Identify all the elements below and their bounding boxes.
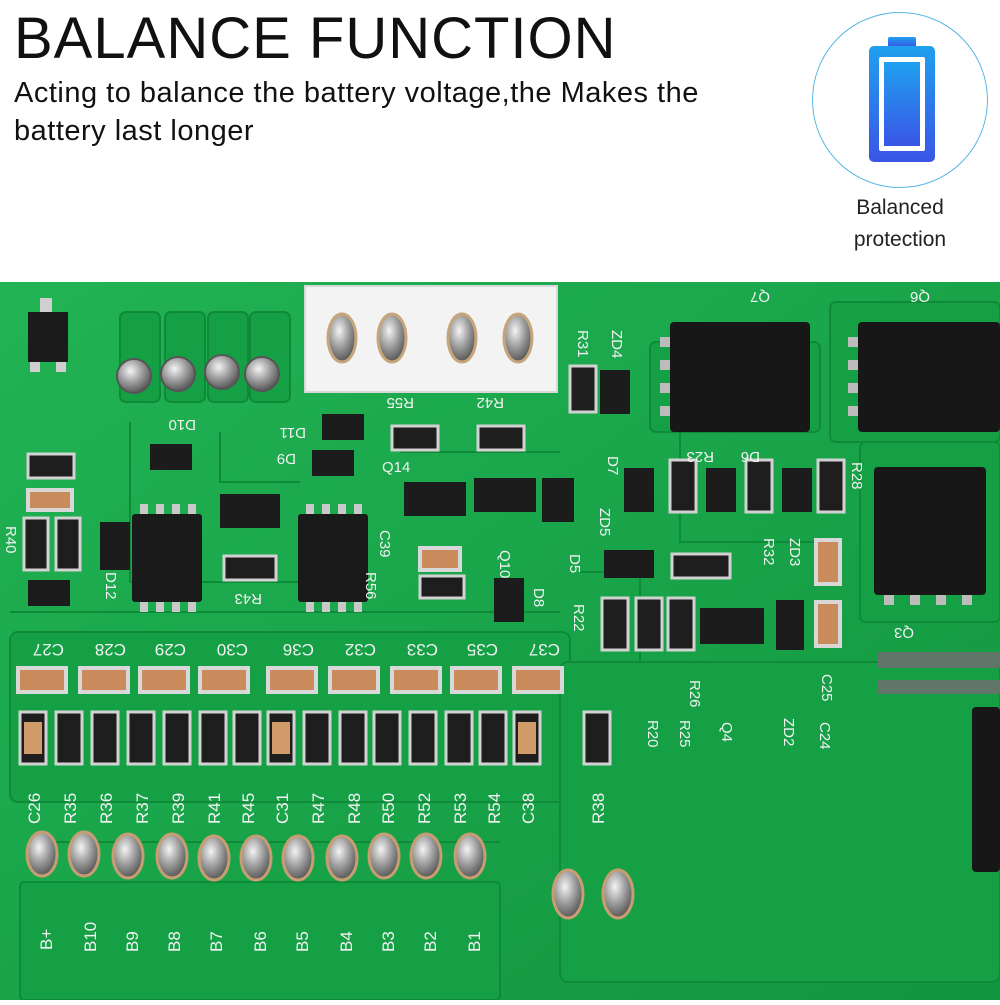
battery-icon	[869, 37, 935, 162]
component-label: R20	[644, 720, 661, 748]
resistor-label: R52	[415, 793, 434, 824]
page-subtitle: Acting to balance the battery voltage,th…	[14, 77, 699, 147]
terminal-label: B1	[465, 931, 484, 952]
component-label: ZD3	[786, 538, 803, 566]
capacitor-label: C37	[529, 640, 560, 659]
component-label: R56	[362, 572, 379, 600]
capacitor-label: C30	[217, 640, 248, 659]
resistor-label: R45	[239, 793, 258, 824]
resistor-label: R41	[205, 793, 224, 824]
component-label: D7	[604, 456, 621, 475]
capacitor-label: C27	[33, 640, 64, 659]
resistor-label: R37	[133, 793, 152, 824]
capacitor-label: C35	[467, 640, 498, 659]
component-label: Q6	[910, 288, 930, 305]
resistor-label: R35	[61, 793, 80, 824]
capacitor-label: C33	[407, 640, 438, 659]
pcb-photo: B+ B10 B9 B8 B7 B6 B5 B4 B3 B2 B1 C26 R3…	[0, 282, 1000, 1001]
resistor-label: R50	[379, 793, 398, 824]
component-label: R28	[848, 462, 865, 490]
component-label: Q7	[750, 288, 770, 305]
component-label: D11	[280, 424, 306, 441]
resistor-label: R53	[451, 793, 470, 824]
terminal-label: B+	[37, 929, 56, 950]
terminal-label: B4	[337, 931, 356, 952]
component-label: ZD5	[596, 508, 613, 536]
component-label: D5	[566, 554, 583, 573]
silkscreen-labels: B+ B10 B9 B8 B7 B6 B5 B4 B3 B2 B1 C26 R3…	[25, 640, 608, 952]
component-labels: R31 ZD4 Q7 Q6 R55 R42 D10 D11 D9 Q14 D7 …	[2, 288, 930, 750]
resistor-label: R39	[169, 793, 188, 824]
resistor-label: R36	[97, 793, 116, 824]
terminal-label: B6	[251, 931, 270, 952]
component-label: R32	[760, 538, 777, 566]
component-label: R22	[570, 604, 587, 632]
capacitor-label: C32	[345, 640, 376, 659]
component-label: Q3	[894, 624, 914, 641]
component-label: ZD2	[780, 718, 797, 746]
component-label: R55	[386, 394, 414, 411]
component-label: C25	[818, 674, 835, 702]
component-label: R31	[574, 330, 591, 358]
capacitor-label: C28	[95, 640, 126, 659]
component-label: D12	[102, 572, 119, 600]
resistor-label: C26	[25, 793, 44, 824]
component-label: R26	[686, 680, 703, 708]
component-label: R43	[234, 590, 262, 607]
component-label: D6	[741, 448, 760, 465]
component-label: Q14	[382, 459, 410, 476]
component-label: R40	[2, 526, 19, 554]
component-label: Q4	[718, 722, 735, 742]
resistor-label: R38	[589, 793, 608, 824]
terminal-label: B8	[165, 931, 184, 952]
pcb-board: B+ B10 B9 B8 B7 B6 B5 B4 B3 B2 B1 C26 R3…	[0, 282, 1000, 1001]
component-label: C39	[376, 530, 393, 558]
component-label: ZD4	[608, 330, 625, 358]
component-label: D10	[168, 416, 196, 433]
component-label: R23	[686, 448, 714, 465]
component-label: R42	[476, 394, 504, 411]
balanced-protection-badge	[812, 12, 988, 188]
capacitor-label: C36	[283, 640, 314, 659]
resistor-label: R47	[309, 793, 328, 824]
resistor-label: R48	[345, 793, 364, 824]
terminal-label: B5	[293, 931, 312, 952]
terminal-label: B7	[207, 931, 226, 952]
terminal-label: B3	[379, 931, 398, 952]
terminal-label: B2	[421, 931, 440, 952]
resistor-label: C38	[519, 793, 538, 824]
terminal-label: B9	[123, 931, 142, 952]
component-label: R25	[676, 720, 693, 748]
page-title: BALANCE FUNCTION	[14, 6, 617, 71]
component-label: D9	[277, 450, 296, 467]
component-label: C24	[816, 722, 833, 750]
resistor-label: C31	[273, 793, 292, 824]
component-label: D8	[530, 588, 547, 607]
badge-label: Balanced protection	[853, 196, 947, 251]
resistor-label: R54	[485, 793, 504, 824]
component-label: Q10	[496, 550, 513, 578]
terminal-label: B10	[81, 922, 100, 952]
capacitor-label: C29	[155, 640, 186, 659]
